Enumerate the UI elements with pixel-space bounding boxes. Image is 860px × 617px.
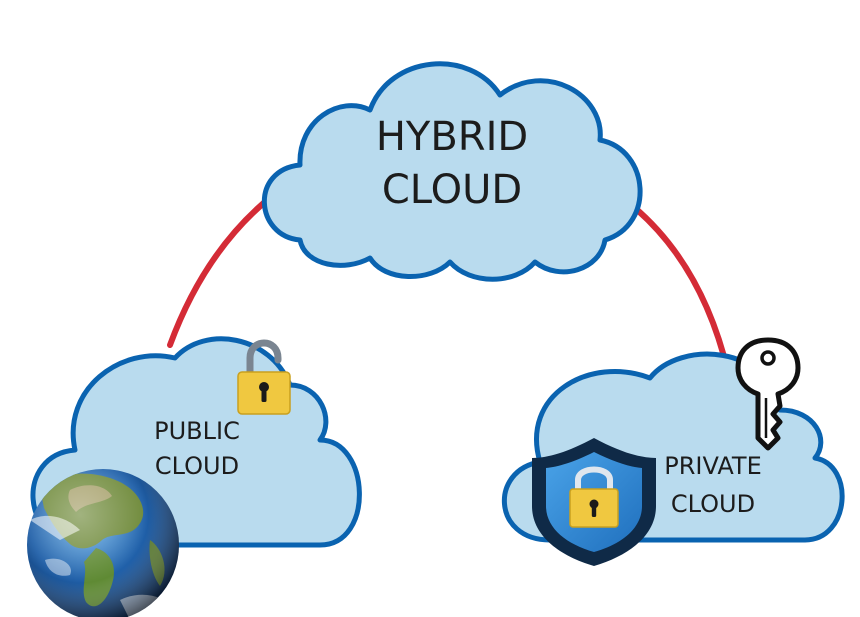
hybrid-cloud: HYBRID CLOUD — [261, 61, 643, 282]
open-padlock-icon — [237, 339, 291, 415]
key-icon — [735, 337, 801, 451]
hybrid-cloud-shape — [261, 61, 643, 282]
connector-right-arc — [617, 193, 731, 375]
private-cloud-title-line2: CLOUD — [671, 490, 755, 518]
connector-left-arc — [167, 193, 275, 348]
hybrid-cloud-title-line2: CLOUD — [382, 167, 522, 213]
public-cloud-title-line2: CLOUD — [155, 452, 239, 480]
earth-globe-icon — [27, 469, 179, 617]
hybrid-cloud-title-line1: HYBRID — [376, 114, 528, 160]
public-cloud-title-line1: PUBLIC — [154, 417, 240, 445]
private-cloud-title-line1: PRIVATE — [664, 452, 762, 480]
shield-lock-icon — [532, 438, 656, 566]
